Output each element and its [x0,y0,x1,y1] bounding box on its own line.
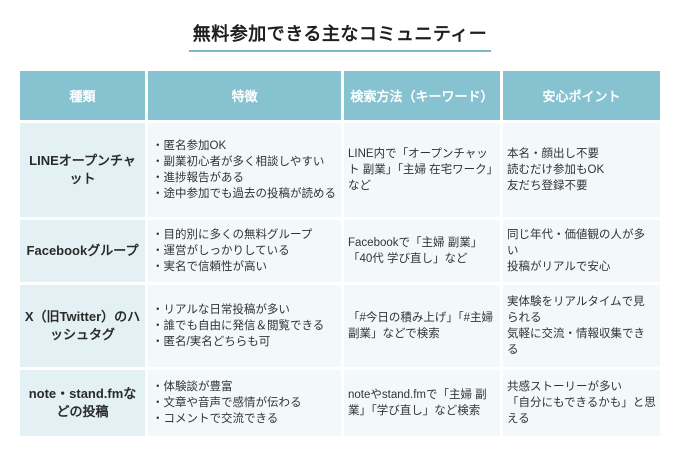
point-item: 本名・顔出し不要 [507,148,599,160]
point-item: 投稿がリアルで安心 [507,261,611,273]
point-item: 共感ストーリーが多い [507,381,622,393]
row-features: ・体験談が豊富 ・文章や音声で感情が伝わる ・コメントで交流できる [148,370,341,436]
table-row: X（旧Twitter）のハッシュタグ ・リアルな日常投稿が多い ・誰でも自由に発… [20,285,660,367]
header-kind: 種類 [20,71,145,120]
point-item: 友だち登録不要 [507,180,588,192]
row-search: noteやstand.fmで「主婦 副業」「学び直し」など検索 [344,370,500,436]
table-row: LINEオープンチャット ・匿名参加OK ・副業初心者が多く相談しやすい ・進捗… [20,123,660,217]
row-kind: note・stand.fmなどの投稿 [20,370,145,436]
page-title: 無料参加できる主なコミュニティー [188,20,492,52]
table-row: note・stand.fmなどの投稿 ・体験談が豊富 ・文章や音声で感情が伝わる… [20,370,660,436]
row-search: LINE内で「オープンチャット 副業」「主婦 在宅ワーク」など [344,123,500,217]
feature-item: ・文章や音声で感情が伝わる [152,397,302,409]
row-features: ・目的別に多くの無料グループ ・運営がしっかりしている ・実名で信頼性が高い [148,220,341,282]
point-item: 同じ年代・価値観の人が多い [507,229,645,257]
feature-item: ・コメントで交流できる [152,413,279,425]
point-item: 実体験をリアルタイムで見られる [507,296,645,324]
feature-item: ・途中参加でも過去の投稿が読める [152,188,336,200]
row-kind: Facebookグループ [20,220,145,282]
feature-item: ・目的別に多くの無料グループ [152,229,313,241]
row-points: 共感ストーリーが多い 「自分にもできるかも」と思える [503,370,660,436]
feature-item: ・体験談が豊富 [152,381,233,393]
feature-item: ・匿名参加OK [152,140,227,152]
point-item: 読むだけ参加もOK [507,164,605,176]
header-search: 検索方法（キーワード） [344,71,500,120]
title-container: 無料参加できる主なコミュニティー [0,20,680,52]
table-row: Facebookグループ ・目的別に多くの無料グループ ・運営がしっかりしている… [20,220,660,282]
row-features: ・匿名参加OK ・副業初心者が多く相談しやすい ・進捗報告がある ・途中参加でも… [148,123,341,217]
feature-item: ・誰でも自由に発信＆閲覧できる [152,320,325,332]
row-points: 同じ年代・価値観の人が多い 投稿がリアルで安心 [503,220,660,282]
row-search: 「#今日の積み上げ」「#主婦副業」などで検索 [344,285,500,367]
feature-item: ・実名で信頼性が高い [152,261,267,273]
feature-item: ・匿名/実名どちらも可 [152,336,271,348]
community-table: 種類 特徴 検索方法（キーワード） 安心ポイント LINEオープンチャット ・匿… [17,68,663,439]
row-features: ・リアルな日常投稿が多い ・誰でも自由に発信＆閲覧できる ・匿名/実名どちらも可 [148,285,341,367]
row-kind: LINEオープンチャット [20,123,145,217]
header-row: 種類 特徴 検索方法（キーワード） 安心ポイント [20,71,660,120]
header-points: 安心ポイント [503,71,660,120]
feature-item: ・進捗報告がある [152,172,244,184]
feature-item: ・リアルな日常投稿が多い [152,304,290,316]
feature-item: ・運営がしっかりしている [152,245,290,257]
header-features: 特徴 [148,71,341,120]
row-points: 本名・顔出し不要 読むだけ参加もOK 友だち登録不要 [503,123,660,217]
row-points: 実体験をリアルタイムで見られる 気軽に交流・情報収集できる [503,285,660,367]
row-kind: X（旧Twitter）のハッシュタグ [20,285,145,367]
feature-item: ・副業初心者が多く相談しやすい [152,156,325,168]
row-search: Facebookで「主婦 副業」「40代 学び直し」など [344,220,500,282]
point-item: 気軽に交流・情報収集できる [507,328,645,356]
point-item: 「自分にもできるかも」と思える [507,397,656,425]
